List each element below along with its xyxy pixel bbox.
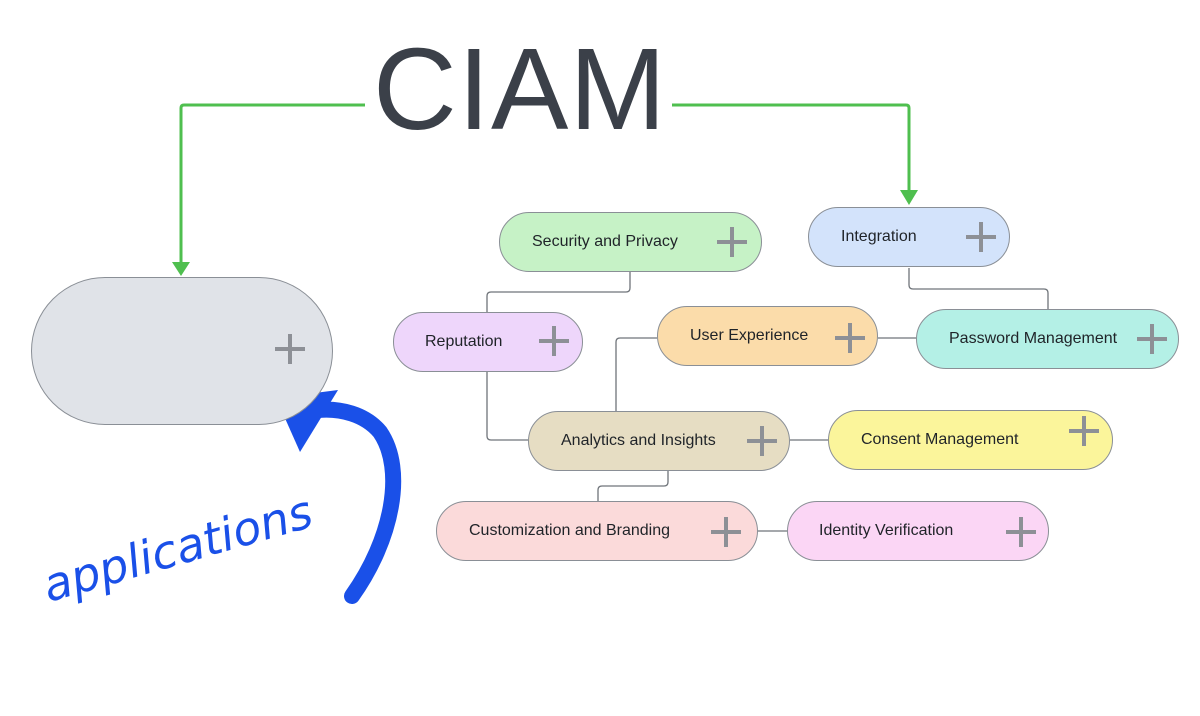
connector-reputation-analytics [486,372,528,441]
connector-ux-analytics [615,337,657,411]
node-password-management[interactable]: Password Management [916,309,1179,369]
plus-icon[interactable] [275,334,305,364]
plus-icon[interactable] [1137,324,1167,354]
connector-analytics-custom [597,471,669,501]
plus-icon[interactable] [966,222,996,252]
connector-integration-password [908,268,1049,309]
node-label: Customization and Branding [469,522,671,539]
node-label: Integration [841,228,917,245]
plus-icon[interactable] [747,426,777,456]
annotation-arrow [310,401,402,604]
node-label: User Experience [690,327,809,344]
plus-icon[interactable] [717,227,747,257]
plus-icon[interactable] [539,326,569,356]
plus-icon[interactable] [711,517,741,547]
node-integration[interactable]: Integration [808,207,1010,267]
plus-icon[interactable] [835,323,865,353]
node-label: Analytics and Insights [561,432,716,449]
node-consent-management[interactable]: Consent Management [828,410,1113,470]
connector-security-reputation [486,272,631,312]
node-label: Reputation [425,333,503,350]
plus-icon[interactable] [1006,517,1036,547]
node-label: Security and Privacy [532,233,678,250]
node-user-experience[interactable]: User Experience [657,306,878,366]
plus-icon[interactable] [1069,416,1099,446]
node-analytics-and-insights[interactable]: Analytics and Insights [528,411,790,471]
node-label: Consent Management [861,431,1019,448]
node-customization-and-branding[interactable]: Customization and Branding [436,501,758,561]
node-label: Identity Verification [819,522,954,539]
node-reputation[interactable]: Reputation [393,312,583,372]
diagram-title: CIAM [373,24,667,154]
node-identity-verification[interactable]: Identity Verification [787,501,1049,561]
node-security-and-privacy[interactable]: Security and Privacy [499,212,762,272]
node-label: Password Management [949,330,1118,347]
central-node[interactable] [31,277,333,425]
arrow-title-to-integration [672,103,911,194]
arrow-title-to-central [179,103,365,266]
